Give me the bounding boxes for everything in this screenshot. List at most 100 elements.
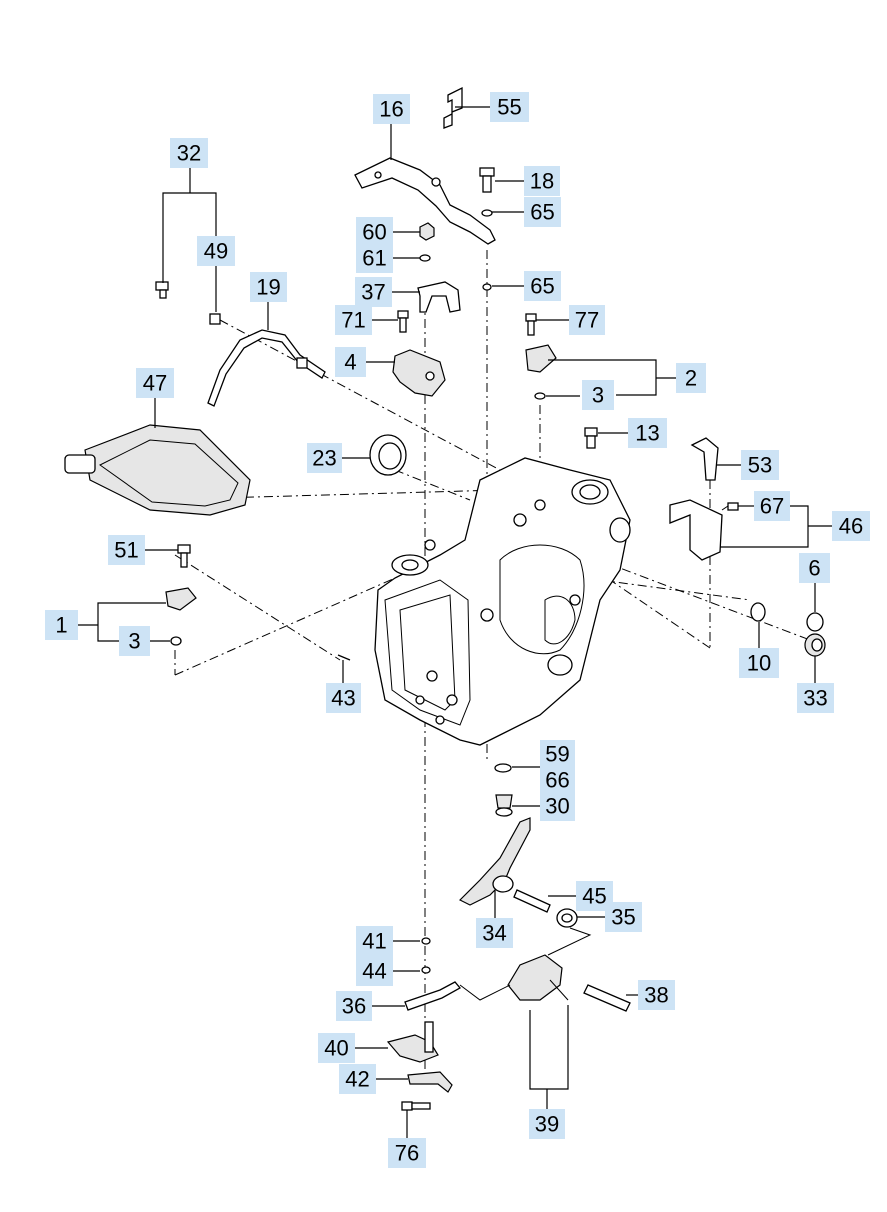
svg-text:40: 40 bbox=[324, 1036, 348, 1061]
gasket-part-59 bbox=[494, 763, 512, 773]
callout-label: 32 bbox=[170, 138, 208, 168]
svg-text:6: 6 bbox=[808, 556, 820, 581]
plug-part-30 bbox=[495, 794, 513, 817]
lever-part-37 bbox=[417, 281, 461, 313]
callout-label: 33 bbox=[797, 683, 834, 713]
svg-text:32: 32 bbox=[177, 141, 201, 166]
svg-text:44: 44 bbox=[362, 959, 386, 984]
svg-text:60: 60 bbox=[362, 220, 386, 245]
callout-label: 47 bbox=[136, 368, 174, 398]
o-ring-part-3b bbox=[170, 636, 182, 646]
o-ring-part-65b bbox=[482, 283, 492, 291]
callout-label: 61 bbox=[356, 243, 393, 273]
bracket-part-53 bbox=[690, 437, 719, 481]
bracket-part-46 bbox=[669, 499, 723, 561]
bolt-part-51 bbox=[177, 544, 191, 568]
callout-label: 18 bbox=[524, 166, 560, 196]
callout-label: 40 bbox=[318, 1033, 355, 1063]
svg-text:53: 53 bbox=[748, 453, 772, 478]
bolt-part-18 bbox=[479, 167, 495, 193]
callout-label: 13 bbox=[628, 418, 667, 448]
callout-label: 37 bbox=[355, 277, 392, 307]
svg-text:4: 4 bbox=[344, 350, 356, 375]
svg-text:16: 16 bbox=[379, 97, 403, 122]
svg-text:39: 39 bbox=[535, 1112, 559, 1137]
svg-text:3: 3 bbox=[128, 629, 140, 654]
bolt-part-32 bbox=[155, 281, 169, 299]
callout-label: 1 bbox=[45, 610, 78, 640]
svg-text:3: 3 bbox=[592, 383, 604, 408]
ring-part-41 bbox=[421, 937, 431, 945]
callout-label: 19 bbox=[250, 272, 287, 302]
bracket-part-55 bbox=[443, 86, 463, 129]
plate-part-4 bbox=[392, 349, 446, 397]
callout-label: 59 bbox=[540, 740, 575, 767]
pin-part-45 bbox=[513, 889, 551, 913]
callout-label: 41 bbox=[356, 926, 393, 956]
callout-label: 53 bbox=[741, 450, 779, 480]
o-ring-part-3 bbox=[534, 392, 546, 400]
callout-label: 42 bbox=[339, 1064, 376, 1094]
callout-label: 3 bbox=[119, 626, 150, 656]
callout-label: 3 bbox=[582, 380, 614, 410]
callout-label: 23 bbox=[307, 443, 342, 473]
callout-labels: 1 2 3 3 4 6 10 13 16 18 19 23 30 32 33 3… bbox=[45, 92, 870, 1168]
svg-text:59: 59 bbox=[545, 742, 569, 767]
callout-label: 66 bbox=[540, 767, 575, 794]
svg-text:43: 43 bbox=[331, 686, 355, 711]
svg-text:2: 2 bbox=[685, 366, 697, 391]
svg-text:77: 77 bbox=[575, 308, 599, 333]
callout-label: 49 bbox=[197, 236, 235, 266]
svg-text:65: 65 bbox=[530, 200, 554, 225]
svg-text:35: 35 bbox=[611, 905, 635, 930]
svg-text:33: 33 bbox=[803, 686, 827, 711]
o-ring-part-65 bbox=[481, 209, 493, 217]
callout-label: 45 bbox=[576, 881, 613, 911]
rod-part-36 bbox=[404, 981, 462, 1011]
callout-label: 39 bbox=[529, 1109, 565, 1139]
ring-part-35 bbox=[556, 908, 578, 928]
bolt-part-67 bbox=[721, 502, 739, 511]
clip-part-49 bbox=[209, 313, 221, 325]
svg-text:37: 37 bbox=[361, 280, 385, 305]
svg-text:45: 45 bbox=[582, 884, 606, 909]
callout-label: 76 bbox=[388, 1138, 426, 1168]
svg-text:30: 30 bbox=[545, 794, 569, 819]
sensor-part-2 bbox=[525, 344, 557, 373]
svg-text:36: 36 bbox=[342, 994, 366, 1019]
bolt-part-77 bbox=[525, 313, 537, 336]
svg-text:38: 38 bbox=[644, 983, 668, 1008]
bolt-part-71 bbox=[397, 310, 409, 333]
callout-label: 46 bbox=[832, 511, 870, 541]
svg-text:18: 18 bbox=[530, 169, 554, 194]
ring-part-10 bbox=[750, 602, 766, 622]
svg-text:47: 47 bbox=[143, 371, 167, 396]
svg-text:41: 41 bbox=[362, 929, 386, 954]
callout-label: 38 bbox=[638, 980, 675, 1010]
leader-lines bbox=[78, 106, 832, 1138]
washer-part-61 bbox=[419, 254, 431, 262]
pipe-part-19 bbox=[207, 329, 326, 407]
link-part-42 bbox=[407, 1071, 453, 1093]
callout-label: 34 bbox=[476, 918, 513, 948]
callout-label: 77 bbox=[569, 305, 605, 335]
svg-text:42: 42 bbox=[345, 1067, 369, 1092]
transmission-case bbox=[374, 457, 631, 746]
callout-label: 30 bbox=[540, 791, 575, 821]
callout-label: 60 bbox=[356, 217, 393, 247]
pin-part-38 bbox=[583, 984, 631, 1012]
callout-label: 4 bbox=[335, 347, 366, 377]
callout-label: 51 bbox=[108, 535, 145, 565]
svg-text:51: 51 bbox=[114, 538, 138, 563]
svg-text:76: 76 bbox=[395, 1141, 419, 1166]
svg-text:55: 55 bbox=[497, 95, 521, 120]
snap-ring-part-6 bbox=[806, 612, 824, 632]
sensor-part-1 bbox=[165, 587, 197, 611]
seal-part-23 bbox=[369, 434, 407, 476]
ring-part-44 bbox=[421, 966, 431, 974]
callout-label: 65 bbox=[524, 271, 561, 301]
callout-label: 44 bbox=[356, 956, 393, 986]
filter-part-47 bbox=[64, 424, 251, 516]
lever-part-40 bbox=[386, 1021, 439, 1063]
